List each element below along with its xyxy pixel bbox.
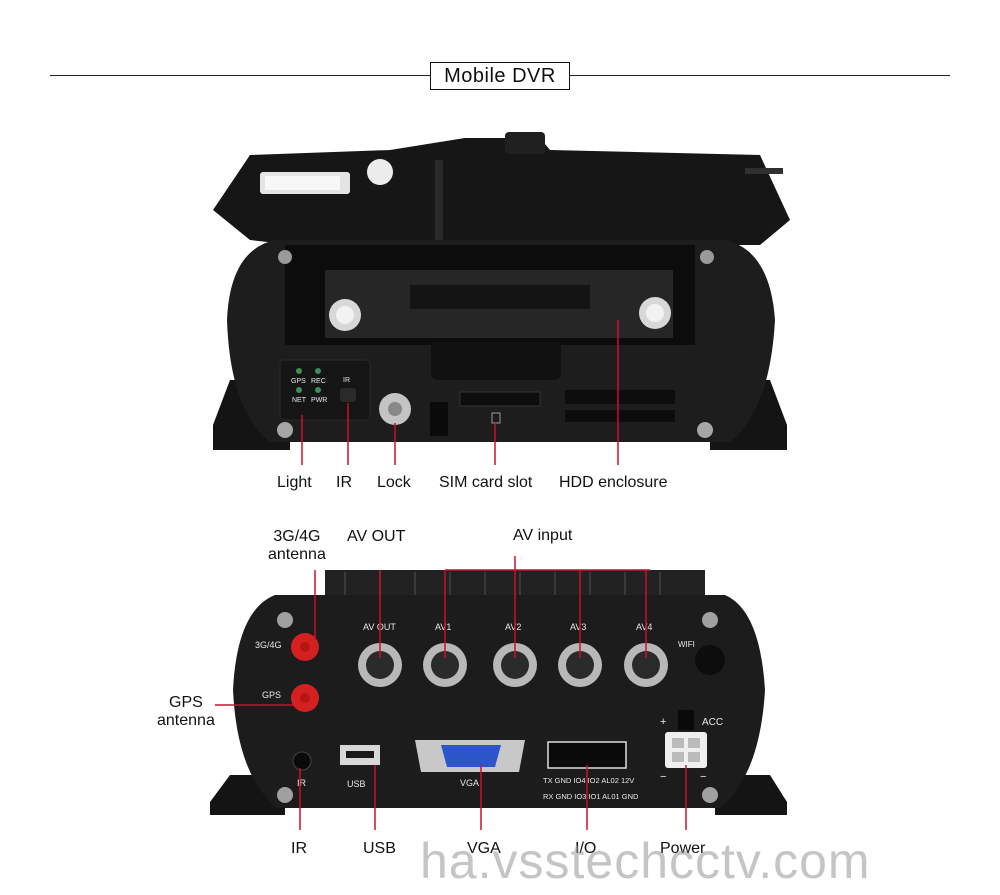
led-label-gps: GPS (291, 378, 306, 385)
panel-label-plus: + (660, 716, 666, 728)
rear-view-device-image: 3G/4G GPS AV OUT AV1 AV2 AV3 AV4 WIFI AC… (210, 556, 787, 830)
panel-label-acc: ACC (702, 717, 723, 728)
io-terminal (547, 741, 627, 769)
callout-av-input: AV input (513, 527, 573, 544)
panel-label-minus-right: − (700, 771, 706, 783)
callout-hdd-enclosure: HDD enclosure (559, 474, 668, 491)
panel-label-av4: AV4 (636, 622, 652, 632)
panel-label-gps: GPS (262, 690, 281, 700)
callout-lock: Lock (377, 474, 411, 491)
panel-label-usb: USB (347, 779, 366, 789)
callout-ir-rear: IR (291, 840, 307, 857)
panel-label-av1: AV1 (435, 622, 451, 632)
led-label-pwr: PWR (311, 397, 327, 404)
callout-power: Power (660, 840, 706, 857)
panel-label-av2: AV2 (505, 622, 521, 632)
sim-card-slot (459, 391, 541, 407)
power-connector (665, 732, 707, 768)
acc-switch (678, 710, 694, 730)
vga-port (441, 745, 501, 767)
panel-label-3g4g: 3G/4G (255, 640, 282, 650)
ir-jack (292, 751, 312, 771)
led-label-net: NET (292, 397, 307, 404)
panel-label-io-bottom: RX GND IO3 IO1 AL01 GND (543, 792, 639, 801)
page-title: Mobile DVR (430, 62, 570, 90)
panel-label-vga: VGA (460, 778, 479, 788)
callout-gps-antenna: GPS antenna (157, 694, 215, 729)
callout-av-out: AV OUT (347, 528, 406, 545)
callout-usb: USB (363, 840, 396, 857)
callout-sim-card-slot: SIM card slot (439, 474, 533, 491)
wifi-antenna (695, 645, 725, 675)
panel-label-av3: AV3 (570, 622, 586, 632)
led-label-rec: REC (311, 378, 326, 385)
panel-label-wifi: WIFI (678, 640, 695, 649)
panel-label-io-top: TX GND IO4 IO2 AL02 12V (543, 776, 634, 785)
panel-label-ir: IR (297, 778, 307, 788)
watermark: ha.vsstechcctv.com (420, 833, 871, 889)
ir-sensor (340, 388, 356, 402)
callout-io: I/O (575, 840, 597, 857)
front-view-device-image: GPS REC NET PWR IR (213, 132, 790, 465)
title-rule-left (50, 75, 430, 76)
ir-panel-label: IR (343, 377, 350, 384)
title-rule-right (570, 75, 950, 76)
callout-ir: IR (336, 474, 352, 491)
callout-3g4g-antenna: 3G/4G antenna (268, 528, 326, 563)
callout-vga: VGA (467, 840, 501, 857)
callout-light: Light (277, 474, 312, 491)
panel-label-minus-left: − (660, 771, 666, 783)
